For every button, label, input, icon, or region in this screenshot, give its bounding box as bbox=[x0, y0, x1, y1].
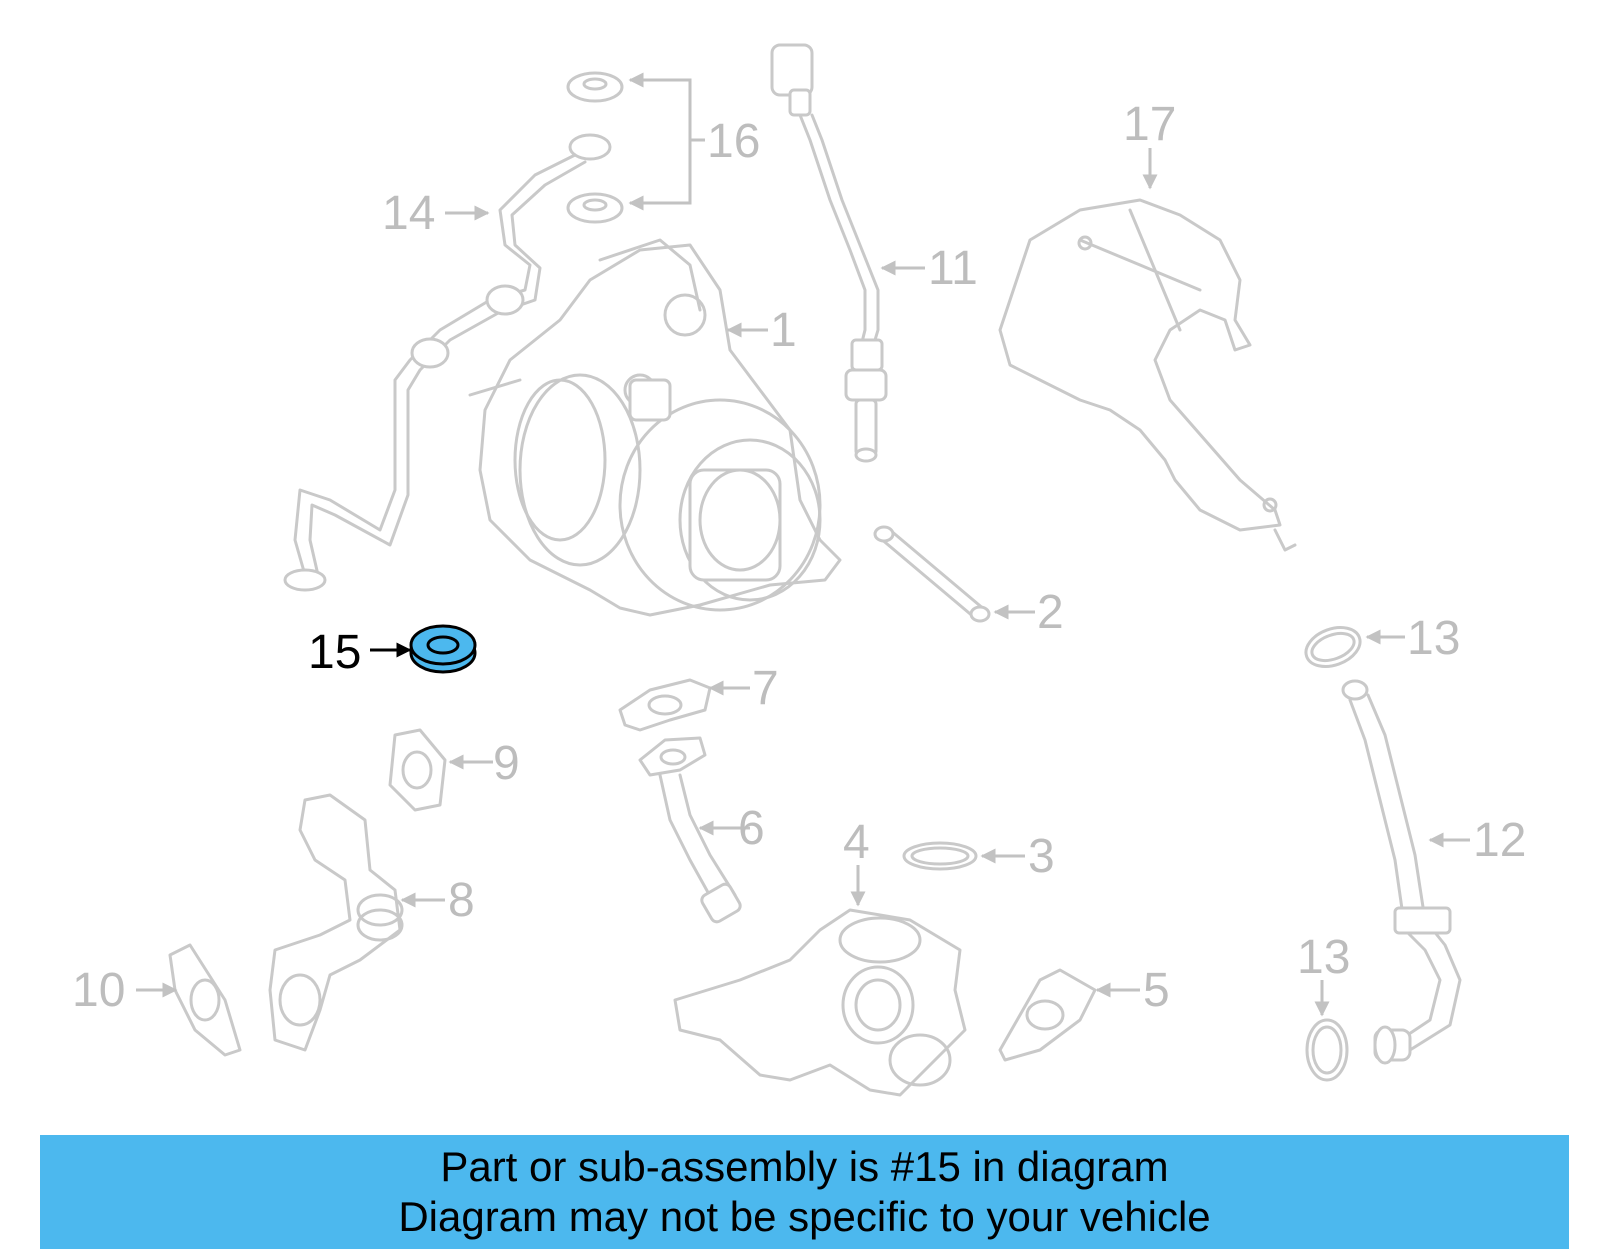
callout-label-3: 3 bbox=[1028, 830, 1055, 883]
callout-label-14: 14 bbox=[382, 187, 435, 240]
callout-9: 9 bbox=[448, 737, 520, 790]
callout-label-11: 11 bbox=[928, 242, 978, 295]
callout-14: 14 bbox=[382, 187, 490, 240]
callout-label-13-lower: 13 bbox=[1297, 931, 1350, 984]
callout-17: 17 bbox=[1123, 98, 1176, 190]
callout-13-upper: 13 bbox=[1365, 612, 1460, 665]
callout-15: 15 bbox=[308, 626, 412, 679]
part-5-gasket[interactable] bbox=[998, 968, 1097, 1062]
part-13-o-ring-lower[interactable] bbox=[1305, 1018, 1349, 1082]
callout-4: 4 bbox=[843, 816, 870, 907]
part-12-coolant-pipe[interactable] bbox=[1341, 679, 1462, 1065]
callout-label-17: 17 bbox=[1123, 98, 1176, 151]
part-14-oil-line[interactable] bbox=[283, 133, 612, 592]
callout-label-7: 7 bbox=[752, 662, 779, 715]
callout-8: 8 bbox=[400, 874, 475, 927]
part-13-o-ring-upper[interactable] bbox=[1301, 621, 1366, 674]
callout-label-12: 12 bbox=[1473, 814, 1526, 867]
callout-6: 6 bbox=[698, 802, 765, 855]
callout-label-13-upper: 13 bbox=[1407, 612, 1460, 665]
callout-3: 3 bbox=[980, 830, 1055, 883]
callout-label-8: 8 bbox=[448, 874, 475, 927]
part-15-washer-highlighted[interactable] bbox=[409, 624, 477, 674]
callout-label-16: 16 bbox=[707, 115, 760, 168]
part-4-egr-housing[interactable] bbox=[673, 908, 967, 1097]
callout-label-4: 4 bbox=[843, 816, 870, 869]
callout-16: 16 bbox=[628, 72, 760, 211]
callout-7: 7 bbox=[708, 662, 779, 715]
part-11-sensor[interactable] bbox=[770, 43, 888, 463]
part-7-gasket[interactable] bbox=[618, 678, 712, 732]
callout-label-1: 1 bbox=[770, 304, 797, 357]
part-3-o-ring[interactable] bbox=[902, 841, 978, 871]
callout-10: 10 bbox=[72, 964, 178, 1017]
callout-label-6: 6 bbox=[738, 802, 765, 855]
callout-label-2: 2 bbox=[1037, 586, 1064, 639]
part-16-washers[interactable] bbox=[566, 71, 624, 224]
callout-1: 1 bbox=[726, 304, 797, 357]
part-6-pipe[interactable] bbox=[638, 736, 742, 924]
callout-12: 12 bbox=[1428, 814, 1526, 867]
banner-line-disclaimer: Diagram may not be specific to your vehi… bbox=[398, 1193, 1211, 1240]
callout-5: 5 bbox=[1095, 964, 1170, 1017]
callout-11: 11 bbox=[880, 242, 978, 295]
callout-2: 2 bbox=[993, 586, 1064, 639]
callout-label-5: 5 bbox=[1143, 964, 1170, 1017]
part-1-turbocharger[interactable] bbox=[468, 238, 842, 617]
banner-line-part-number: Part or sub-assembly is #15 in diagram bbox=[440, 1143, 1169, 1190]
part-17-heat-shield[interactable] bbox=[998, 198, 1297, 552]
callout-label-15: 15 bbox=[308, 626, 361, 679]
part-8-egr-pipe[interactable] bbox=[268, 793, 404, 1052]
callout-label-9: 9 bbox=[493, 737, 520, 790]
callout-label-10: 10 bbox=[72, 964, 125, 1017]
part-2-stud[interactable] bbox=[873, 525, 991, 623]
part-10-gasket[interactable] bbox=[168, 943, 242, 1057]
callout-13-lower: 13 bbox=[1297, 931, 1350, 1017]
part-info-banner: Part or sub-assembly is #15 in diagram D… bbox=[40, 1135, 1569, 1249]
part-9-gasket[interactable] bbox=[388, 728, 447, 812]
